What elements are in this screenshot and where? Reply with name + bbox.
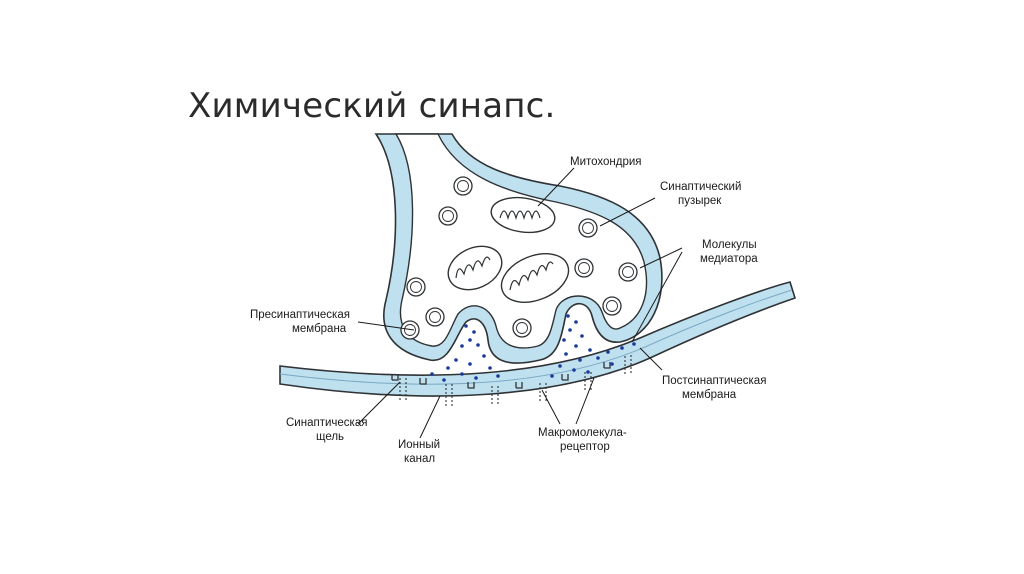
label-ion-channel-line1: Ионный bbox=[398, 439, 440, 451]
leader-lines bbox=[357, 167, 683, 439]
label-ion-channel-line2: канал bbox=[404, 453, 435, 465]
label-mitochondria: Митохондрия bbox=[570, 156, 642, 168]
label-postsynaptic-line1: Постсинаптическая bbox=[662, 375, 766, 387]
ion-channels bbox=[399, 355, 632, 406]
label-mediator-line1: Молекулы bbox=[702, 239, 757, 251]
mitochondria bbox=[447, 196, 570, 303]
label-cleft-line2: щель bbox=[316, 431, 344, 443]
postsynaptic-membrane bbox=[279, 281, 796, 397]
label-presynaptic-line1: Пресинаптическая bbox=[250, 309, 350, 321]
label-postsynaptic-line2: мембрана bbox=[682, 389, 737, 401]
mediator-molecules bbox=[430, 314, 636, 382]
label-receptor-line1: Макромолекула- bbox=[538, 427, 627, 439]
label-receptor-line2: рецептор bbox=[560, 441, 610, 453]
slide-title: Химический синапс. bbox=[188, 86, 556, 126]
synaptic-vesicles bbox=[400, 176, 638, 340]
label-vesicle-line1: Синаптический bbox=[660, 181, 741, 193]
label-cleft-line1: Синаптическая bbox=[286, 417, 367, 429]
label-mediator-line2: медиатора bbox=[700, 253, 758, 265]
label-presynaptic-line2: мембрана bbox=[292, 323, 347, 335]
receptors bbox=[391, 362, 611, 389]
label-vesicle-line2: пузырек bbox=[678, 195, 722, 207]
